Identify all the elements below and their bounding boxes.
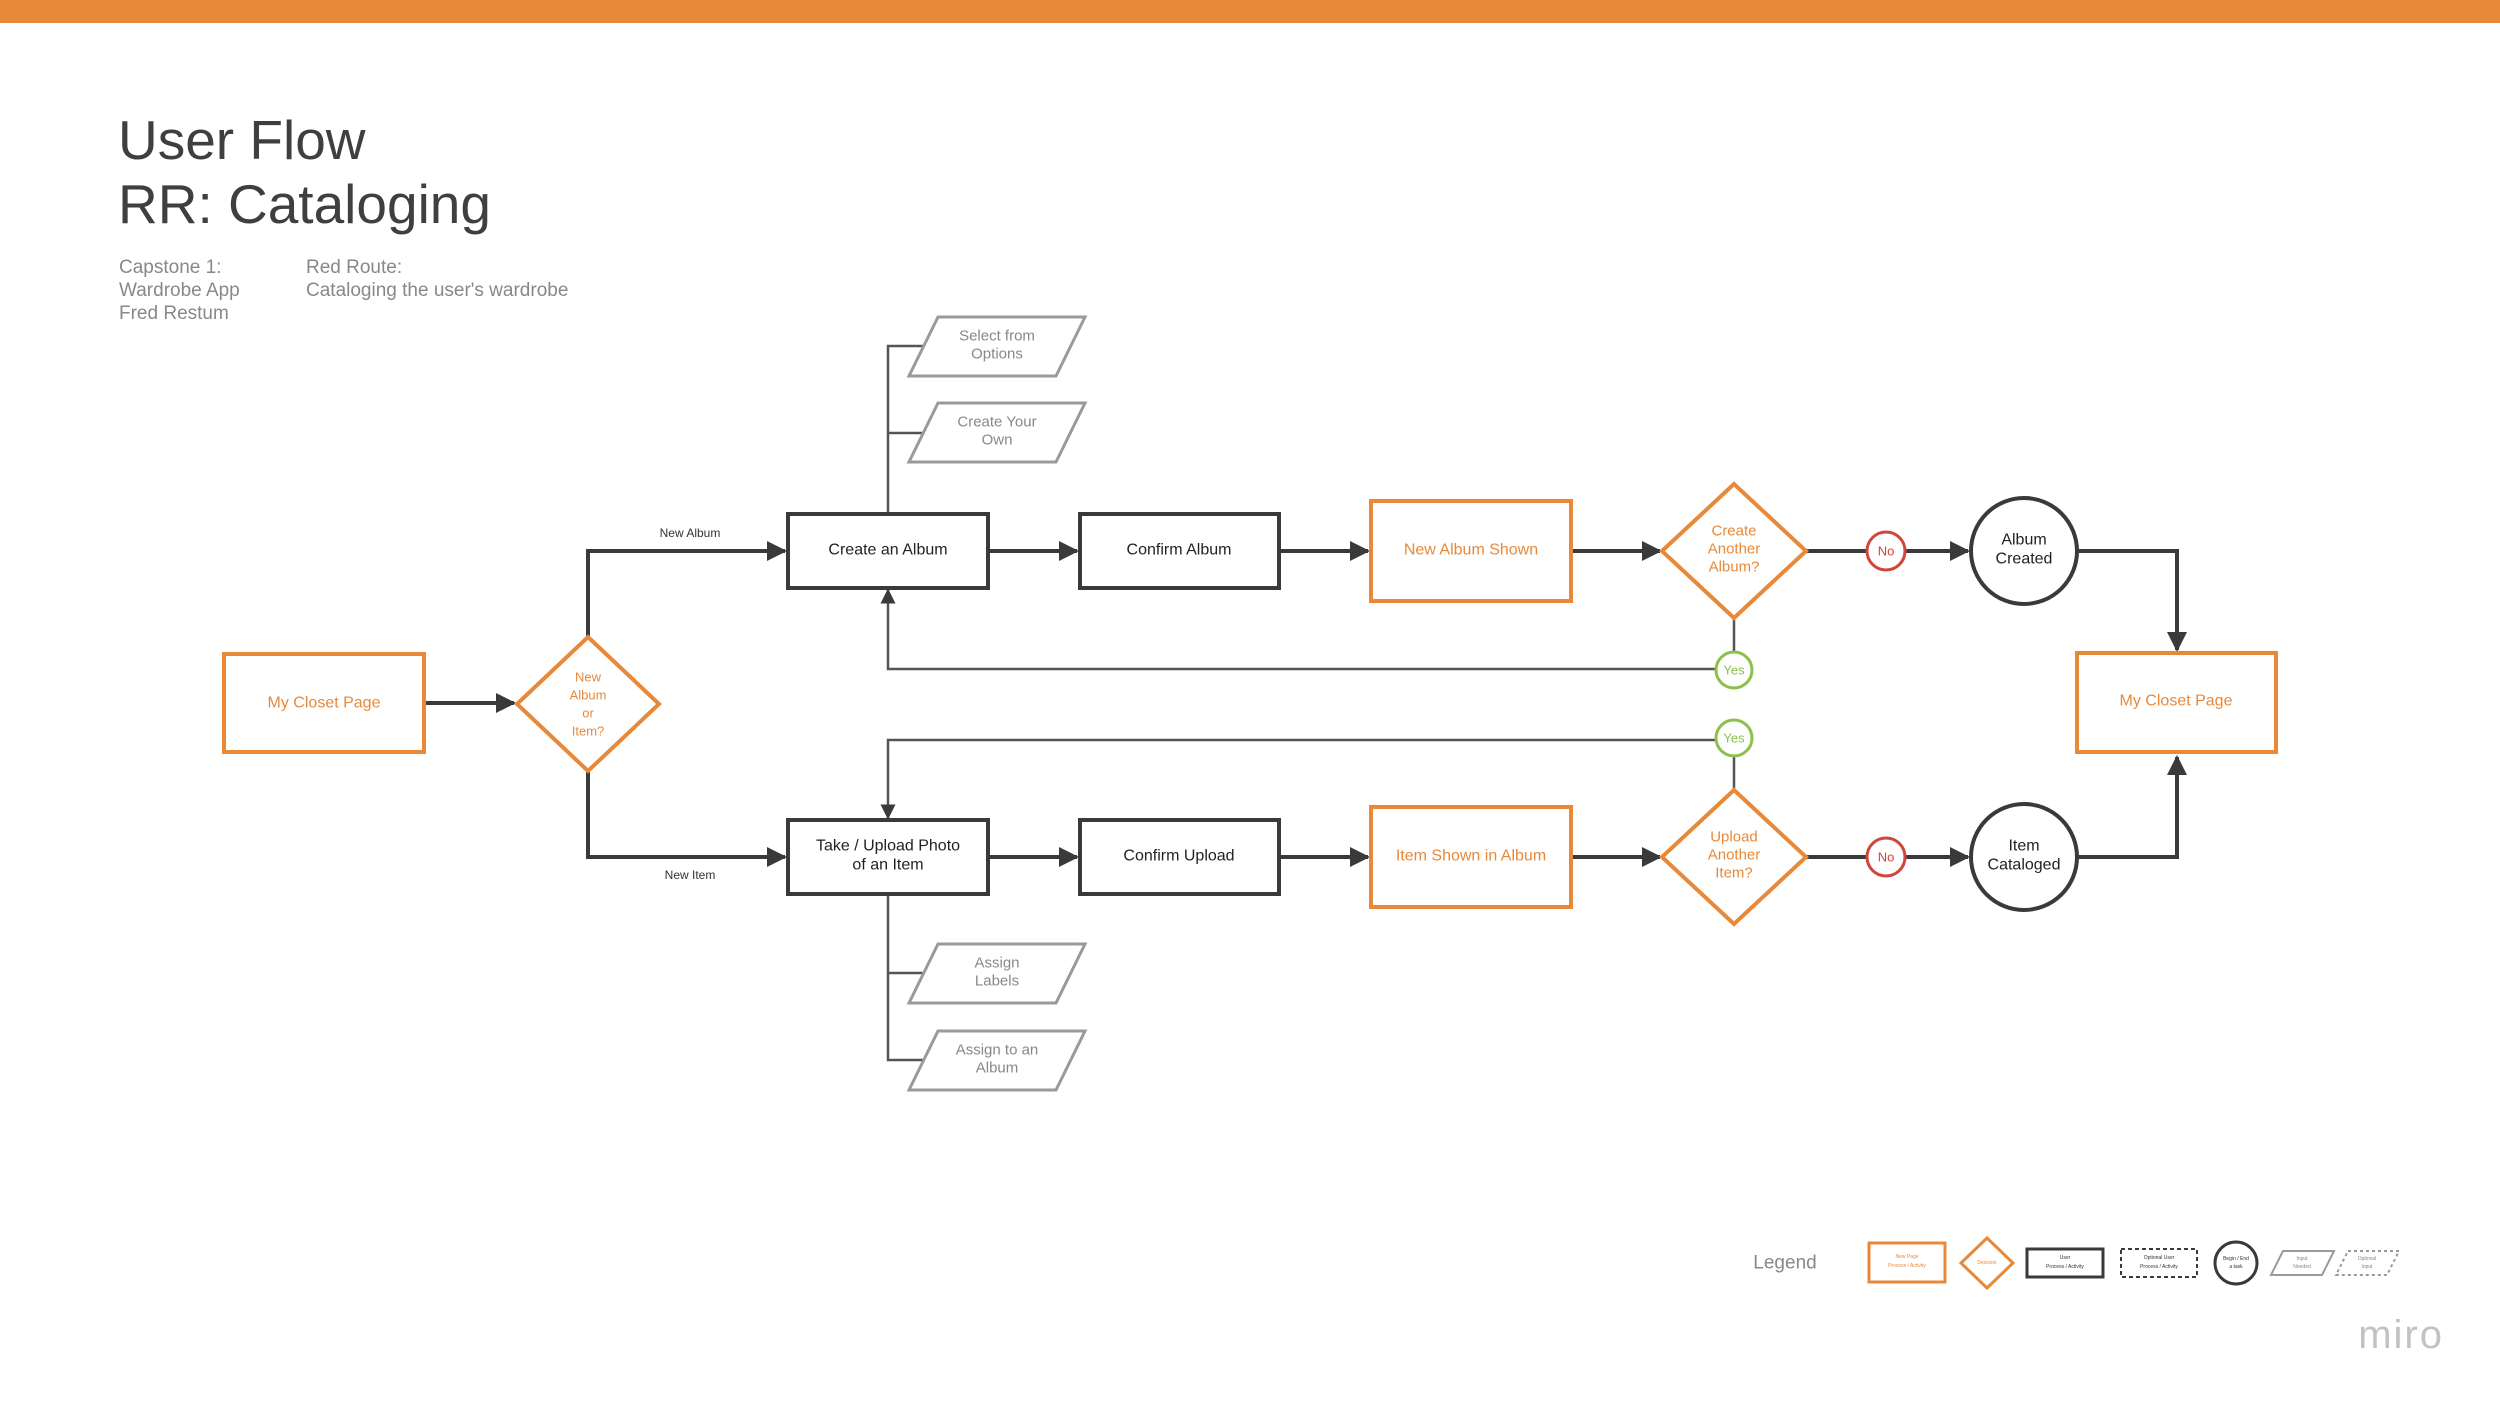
legend-begin-end-swatch: Begin / End a task [2213, 1240, 2259, 1286]
legend-label: Optional User [2144, 1255, 2175, 1261]
legend-label: Begin / End [2223, 1256, 2249, 1262]
album-no-badge: No [1865, 530, 1907, 572]
node-label: Album [976, 1060, 1019, 1077]
node-new-album-shown[interactable]: New Album Shown [1369, 499, 1573, 603]
title-line-1: User Flow [118, 109, 366, 171]
legend-title: Legend [1753, 1253, 1816, 1274]
legend-optional-input-swatch: Optional Input [2334, 1250, 2401, 1276]
no-label: No [1878, 544, 1895, 559]
legend-input-swatch: Input Needed [2269, 1250, 2336, 1276]
item-no-badge: No [1865, 836, 1907, 878]
node-take-upload-photo[interactable]: Take / Upload Photo of an Item [786, 818, 990, 896]
top-accent-bar [0, 0, 2500, 23]
node-start-page[interactable]: My Closet Page [222, 652, 426, 754]
node-label: Created [1996, 551, 2053, 568]
node-label: Confirm Album [1127, 542, 1232, 559]
node-label: or [582, 706, 594, 721]
node-label: Album? [1709, 559, 1760, 576]
node-label: Assign to an [956, 1042, 1039, 1059]
node-label: New [575, 670, 602, 685]
edge-album-yes-loop [888, 590, 1736, 688]
route-info-line: Cataloging the user's wardrobe [306, 280, 569, 301]
route-info: Red Route: Cataloging the user's wardrob… [306, 256, 568, 302]
node-label: Album [570, 688, 607, 703]
node-label: Own [982, 432, 1013, 449]
node-label: Create [1711, 523, 1756, 540]
edge-label-new-item: New Item [665, 868, 716, 882]
node-input-create-your-own[interactable]: Create Your Own [906, 401, 1088, 464]
edge-item-cataloged-to-end [2078, 755, 2187, 859]
item-yes-badge: Yes [1714, 718, 1754, 758]
node-item-cataloged[interactable]: Item Cataloged [1969, 802, 2079, 912]
legend-page-swatch: New Page Process / Activity [1867, 1241, 1947, 1284]
node-confirm-album[interactable]: Confirm Album [1078, 512, 1281, 590]
node-input-assign-labels[interactable]: Assign Labels [906, 942, 1088, 1005]
node-label: Cataloged [1988, 857, 2061, 874]
title-line-2: RR: Cataloging [118, 173, 491, 235]
node-label: Take / Upload Photo [816, 838, 960, 855]
legend-label: Process / Activity [1888, 1263, 1926, 1269]
node-label: Assign [974, 955, 1019, 972]
legend-label: New Page [1895, 1254, 1918, 1260]
node-decision-new-album-or-item[interactable]: New Album or Item? [514, 634, 662, 774]
node-decision-create-another-album[interactable]: Create Another Album? [1659, 481, 1809, 621]
legend-label: Decision [1977, 1260, 1996, 1266]
legend-process-swatch: User Process / Activity [2025, 1247, 2105, 1279]
legend-label: Process / Activity [2046, 1264, 2084, 1270]
yes-label: Yes [1723, 663, 1745, 678]
legend-label: User [2060, 1255, 2071, 1261]
node-label: Options [971, 346, 1023, 363]
project-info-line: Fred Restum [119, 303, 229, 324]
yes-label: Yes [1723, 731, 1745, 746]
node-label: My Closet Page [2120, 693, 2233, 710]
node-label: Item? [1715, 865, 1753, 882]
node-label: Album [2001, 532, 2046, 549]
node-label: Confirm Upload [1123, 848, 1234, 865]
legend-decision-swatch: Decision [1958, 1235, 2016, 1291]
node-item-shown-in-album[interactable]: Item Shown in Album [1369, 805, 1573, 909]
node-label: Item [2008, 838, 2039, 855]
node-input-select-from-options[interactable]: Select from Options [906, 315, 1088, 378]
node-end-page[interactable]: My Closet Page [2075, 651, 2278, 754]
node-label: Upload [1710, 829, 1758, 846]
album-yes-badge: Yes [1714, 650, 1754, 690]
edge-item-yes-loop [888, 720, 1736, 818]
node-label: Create an Album [828, 542, 947, 559]
legend-optional-process-swatch: Optional User Process / Activity [2120, 1248, 2198, 1278]
route-info-line: Red Route: [306, 257, 403, 278]
node-input-assign-to-album[interactable]: Assign to an Album [906, 1029, 1088, 1092]
node-label: Item? [572, 724, 605, 739]
project-info-line: Wardrobe App [119, 280, 240, 301]
node-album-created[interactable]: Album Created [1969, 496, 2079, 606]
legend-label: Input [2296, 1256, 2308, 1262]
legend-label: Process / Activity [2140, 1264, 2178, 1270]
legend-label: a task [2229, 1264, 2243, 1270]
node-label: My Closet Page [268, 695, 381, 712]
node-label: Another [1708, 847, 1761, 864]
node-label: Select from [959, 328, 1035, 345]
legend-label: Optional [2358, 1256, 2377, 1262]
node-label: Labels [975, 973, 1019, 990]
legend: Legend New Page Process / Activity Decis… [1753, 1235, 2401, 1291]
node-label: New Album Shown [1404, 542, 1538, 559]
edge-new-album [586, 541, 787, 637]
node-label: Create Your [957, 414, 1036, 431]
project-info: Capstone 1: Wardrobe App Fred Restum [119, 256, 240, 325]
node-confirm-upload[interactable]: Confirm Upload [1078, 818, 1281, 896]
project-info-line: Capstone 1: [119, 257, 222, 278]
node-create-album[interactable]: Create an Album [786, 512, 990, 590]
legend-label: Input [2361, 1264, 2373, 1270]
no-label: No [1878, 850, 1895, 865]
edge-new-item [586, 771, 787, 867]
node-label: Item Shown in Album [1396, 848, 1546, 865]
miro-watermark: miro [2358, 1313, 2444, 1357]
legend-label: Needed [2293, 1264, 2311, 1270]
node-label: Another [1708, 541, 1761, 558]
page-title: User Flow RR: Cataloging [118, 108, 491, 236]
node-label: of an Item [852, 857, 923, 874]
edge-album-created-to-end [2078, 549, 2187, 652]
edge-label-new-album: New Album [660, 526, 721, 540]
node-decision-upload-another-item[interactable]: Upload Another Item? [1659, 787, 1809, 927]
